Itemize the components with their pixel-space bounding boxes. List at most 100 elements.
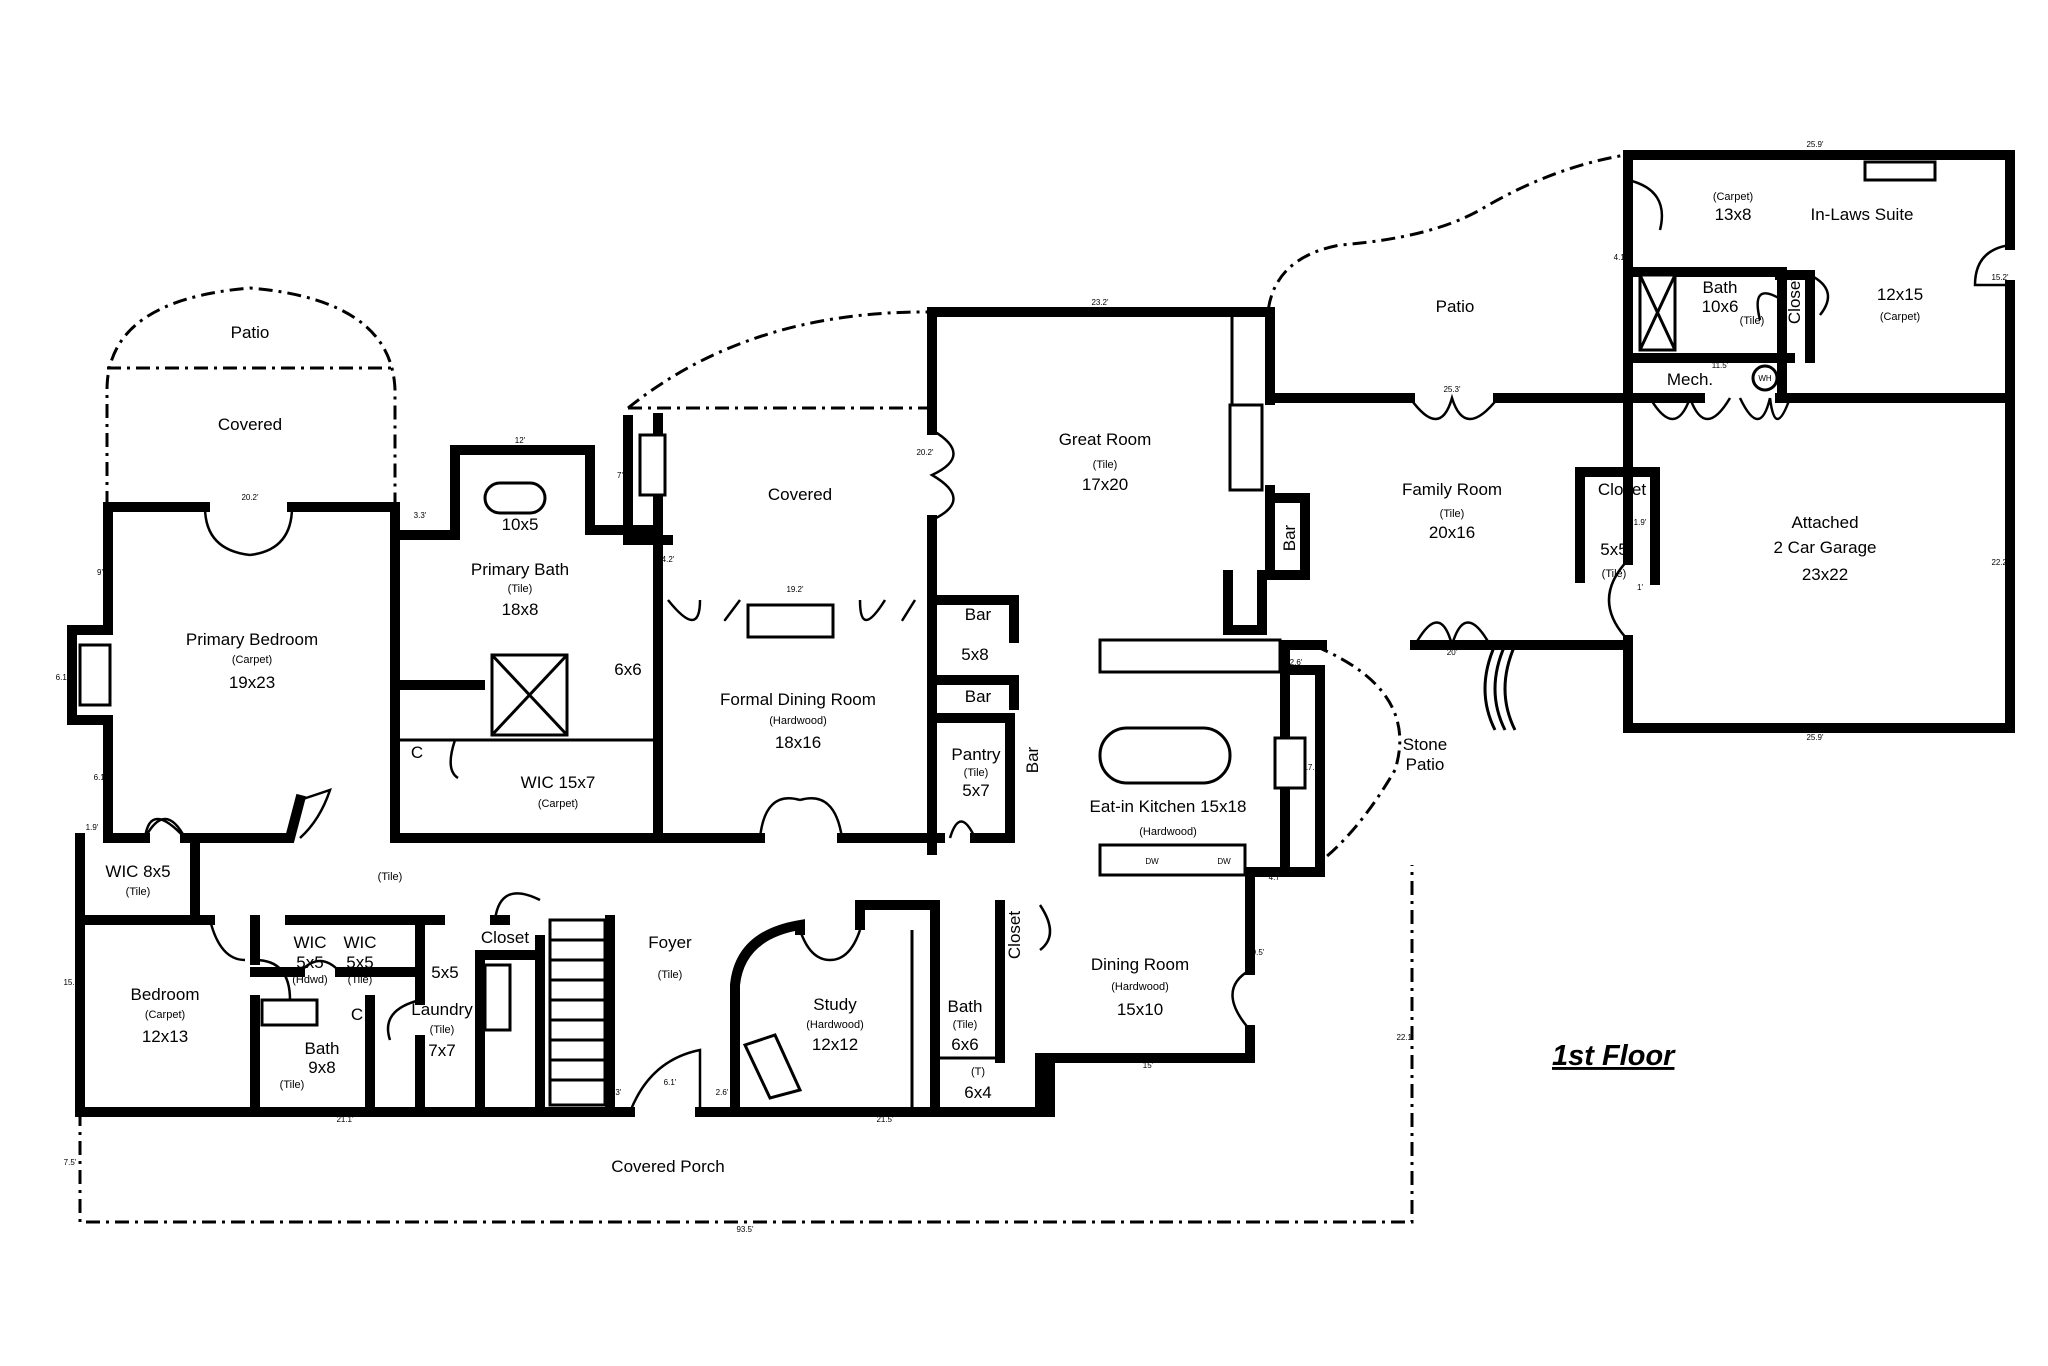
primary-bedroom-bottom — [180, 793, 307, 843]
label-bedroom: Bedroom — [131, 985, 200, 1004]
size-primary-bedroom: 19x23 — [229, 673, 275, 692]
floor-half-bath: (T) — [971, 1066, 985, 1078]
size-great-room: 17x20 — [1082, 475, 1128, 494]
label-mech: Mech. — [1667, 370, 1713, 389]
door-wic-a — [299, 959, 341, 973]
covered-center-outline — [627, 310, 933, 410]
label-wic-a: WIC — [293, 933, 326, 952]
stone-patio-outline — [1314, 644, 1402, 864]
closet-laundry-walls — [475, 950, 545, 1117]
size-garage: 23x22 — [1802, 565, 1848, 584]
label-pantry: Pantry — [951, 745, 1001, 764]
dim-fam-top: 25.3' — [1443, 385, 1461, 394]
primary-bedroom-walls — [67, 502, 210, 843]
label-stone-patio-1: Stone — [1403, 735, 1447, 754]
study-desk — [742, 1033, 803, 1100]
label-covered-porch: Covered Porch — [611, 1157, 724, 1176]
dim-kit-a: 2.6' — [1290, 658, 1303, 667]
door-bedroom — [208, 919, 246, 962]
door-laundry — [386, 998, 421, 1041]
size-inlaws-room: 13x8 — [1715, 205, 1752, 224]
dim-foyer-bot: 6.1' — [664, 1078, 677, 1087]
dim-patio-bed: 20.2' — [241, 493, 259, 502]
study-walls — [730, 919, 805, 1117]
floor-wic-15x7: (Carpet) — [538, 798, 578, 810]
dim-mech-w: 11.5' — [1712, 361, 1729, 370]
floor-kitchen: (Hardwood) — [1139, 826, 1196, 838]
label-bar-family: Bar — [1280, 524, 1299, 551]
label-laundry: Laundry — [411, 1000, 473, 1019]
size-closet-family: 5x5 — [1600, 540, 1627, 559]
label-great-room: Great Room — [1059, 430, 1152, 449]
door-fdr-bottom — [758, 797, 844, 839]
door-inlaws-entry — [1627, 178, 1664, 231]
dim-gar-bot: 25.9' — [1806, 733, 1824, 742]
floor-wic-8x5: (Tile) — [126, 886, 151, 898]
door-primary-bed-left — [143, 817, 186, 839]
floor-inlaws-room: (Carpet) — [1713, 191, 1753, 203]
label-garage-1: Attached — [1791, 513, 1858, 532]
dim-porch-left: 7.5' — [64, 1158, 77, 1167]
dim-bath-top: 12' — [515, 436, 526, 445]
floor-study: (Hardwood) — [806, 1019, 863, 1031]
floor-title: 1st Floor — [1552, 1040, 1676, 1072]
label-primary-bath: Primary Bath — [471, 560, 569, 579]
door-family-top — [1408, 393, 1499, 420]
patio-right-outline — [1265, 153, 1626, 339]
dim-kit-side: 17.7' — [1303, 763, 1321, 772]
study-top — [855, 900, 940, 930]
door-primary-bed-top — [203, 506, 294, 557]
size-formal-dining: 18x16 — [775, 733, 821, 752]
dim-porch-bot: 93.5' — [736, 1225, 754, 1234]
fireplace-covered — [638, 433, 667, 497]
door-fdr-left — [667, 599, 742, 622]
fireplace-fdr — [746, 603, 835, 639]
size-bedroom: 12x13 — [142, 1027, 188, 1046]
dim-bath-bot: 21.1' — [336, 1115, 354, 1124]
label-bar-side: Bar — [1023, 746, 1042, 773]
dim-kit-b: 4.7' — [1269, 873, 1282, 882]
door-foyer — [628, 1048, 702, 1113]
dim-f1: 2.3' — [609, 1088, 622, 1097]
staircase — [548, 918, 607, 1107]
floor-laundry: (Tile) — [430, 1024, 455, 1036]
room-labels: Patio Covered Primary Bedroom (Carpet) 1… — [105, 191, 1923, 1176]
dim-w-19: 1.9' — [86, 823, 99, 832]
label-bath-9x8: Bath — [305, 1039, 340, 1058]
door-bath-6x6 — [1038, 904, 1052, 951]
label-garage-2: 2 Car Garage — [1774, 538, 1877, 557]
label-covered-center: Covered — [768, 485, 832, 504]
label-kitchen: Eat-in Kitchen 15x18 — [1090, 797, 1247, 816]
size-study: 12x12 — [812, 1035, 858, 1054]
label-family-room: Family Room — [1402, 480, 1502, 499]
label-foyer: Foyer — [648, 933, 692, 952]
door-primary-bed-bottom — [299, 788, 332, 839]
dim-f2: 2.6' — [716, 1088, 729, 1097]
patio-left-outline — [105, 286, 397, 505]
label-shower-6x6: 6x6 — [614, 660, 641, 679]
stair-walls — [535, 915, 615, 1117]
door-pantry — [948, 820, 977, 839]
label-formal-dining: Formal Dining Room — [720, 690, 876, 709]
label-bar-mid: Bar — [965, 687, 992, 706]
label-closet-laundry: Closet — [481, 928, 529, 947]
label-closet-c2: C — [351, 1005, 363, 1024]
label-stone-patio-2: Patio — [1406, 755, 1445, 774]
door-bath-9x8 — [254, 958, 292, 1001]
floor-bedroom: (Carpet) — [145, 1009, 185, 1021]
size-laundry: 7x7 — [428, 1041, 455, 1060]
dim-w1: 3.3' — [414, 511, 427, 520]
label-closet-c1: C — [411, 743, 423, 762]
shower-primary-x — [490, 653, 569, 737]
label-bar-top: Bar — [965, 605, 992, 624]
door-fdr-right — [858, 599, 917, 622]
doors — [143, 178, 2011, 1113]
dim-bed-left-mid: 6.1' — [56, 673, 69, 682]
dim-closet-b: 1' — [1637, 583, 1643, 592]
floor-family-room: (Tile) — [1440, 508, 1465, 520]
label-patio-left: Patio — [231, 323, 270, 342]
dim-gar-side: 22.2' — [1991, 558, 2009, 567]
dim-bed-left-bot: 6.1' — [94, 773, 107, 782]
bath-6x6-walls — [930, 900, 1045, 1117]
